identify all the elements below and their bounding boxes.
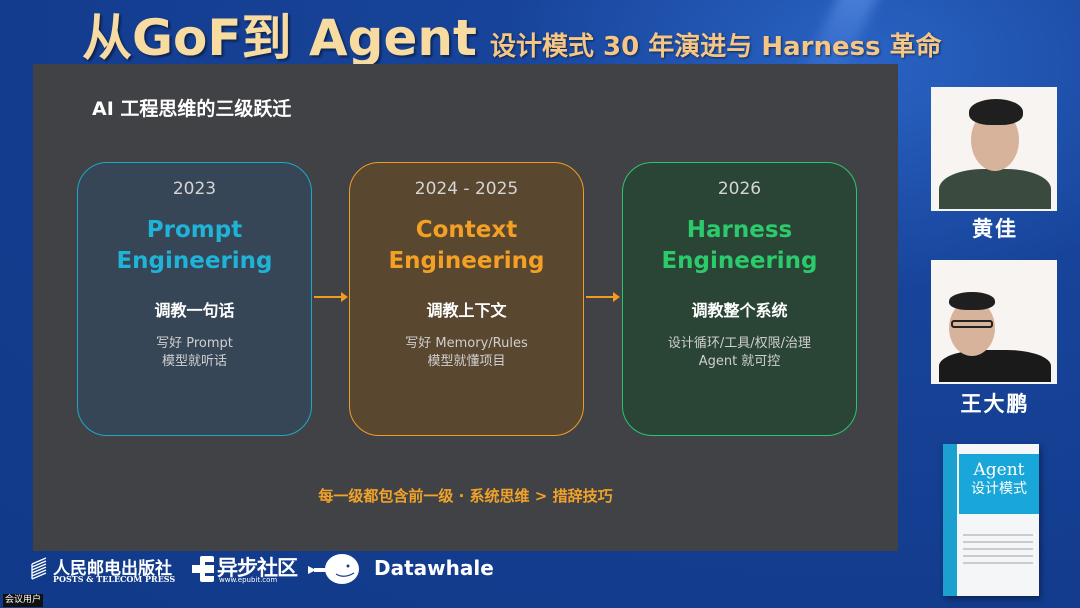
ptp-name-cn: 人民邮电出版社: [53, 559, 172, 579]
stage-description: 写好 Memory/Rules 模型就懂项目: [350, 335, 583, 371]
person-body: [939, 350, 1051, 382]
datawhale-name: Datawhale: [374, 556, 494, 580]
stage-name-line1: Prompt: [146, 217, 243, 243]
stage-name-line1: Harness: [686, 217, 793, 243]
book-title-block: Agent 设计模式: [959, 454, 1039, 514]
logo-posts-telecom-press: 人民邮电出版社 POSTS & TELECOM PRESS: [30, 554, 175, 588]
stage-name: Prompt Engineering: [78, 215, 311, 277]
logo-datawhale: Datawhale: [308, 552, 494, 590]
person-hair: [969, 99, 1023, 125]
book-spine: [943, 444, 957, 596]
stage-desc-line2: 模型就懂项目: [427, 354, 506, 369]
stage-desc-line2: Agent 就可控: [698, 354, 781, 369]
book-cover: Agent 设计模式: [943, 444, 1039, 596]
stage-description: 设计循环/工具/权限/治理 Agent 就可控: [623, 335, 856, 371]
stage-name-line2: Engineering: [661, 248, 818, 274]
epubit-name-cn: 异步社区: [217, 556, 298, 580]
stage-card-context: 2024 - 2025 Context Engineering 调教上下文 写好…: [349, 162, 584, 436]
person-body: [939, 169, 1051, 209]
logo-epubit: 异步社区 www.epubit.com: [192, 554, 298, 588]
stage-description: 写好 Prompt 模型就听话: [78, 335, 311, 371]
stage-name: Context Engineering: [350, 215, 583, 277]
ptp-name-en: POSTS & TELECOM PRESS: [53, 574, 176, 584]
epubit-url: www.epubit.com: [219, 576, 278, 584]
stage-year: 2023: [172, 179, 217, 199]
whale-icon: [308, 554, 359, 584]
speaker-video-1[interactable]: [931, 87, 1057, 211]
speaker-name-1: 黄佳: [972, 217, 1018, 241]
ptp-book-stack-icon: [31, 557, 47, 580]
book-title-en: Agent: [973, 460, 1025, 480]
stage-desc-line1: 写好 Memory/Rules: [405, 336, 528, 351]
stage-tagline: 调教上下文: [426, 301, 507, 320]
book-text-lines: [963, 534, 1033, 569]
sub-title: 设计模式 30 年演进与 Harness 革命: [490, 32, 942, 62]
stage-tagline: 调教一句话: [154, 301, 235, 320]
stage-desc-line1: 设计循环/工具/权限/治理: [667, 336, 812, 351]
glasses-icon: [951, 320, 993, 328]
epubit-e-icon: [192, 556, 214, 582]
speaker-video-2[interactable]: [931, 260, 1057, 384]
stage-desc-line1: 写好 Prompt: [156, 336, 233, 351]
stage-year: 2026: [717, 179, 762, 199]
main-title: 从GoF到 Agent: [82, 9, 477, 67]
summary-text: 每一级都包含前一级 · 系统思维 > 措辞技巧: [318, 487, 613, 505]
arrow-right-icon: [586, 292, 620, 302]
stage-name-line2: Engineering: [116, 248, 273, 274]
stage-year: 2024 - 2025: [414, 179, 519, 199]
stage-name: Harness Engineering: [623, 215, 856, 277]
sponsor-logos: 人民邮电出版社 POSTS & TELECOM PRESS 异步社区 www.e…: [0, 552, 900, 588]
slide-heading: AI 工程思维的三级跃迁: [92, 98, 292, 120]
arrow-right-icon: [314, 292, 348, 302]
slide-content: AI 工程思维的三级跃迁 2023 Prompt Engineering 调教一…: [33, 64, 898, 551]
person-hair: [949, 292, 995, 310]
stage-card-harness: 2026 Harness Engineering 调教整个系统 设计循环/工具/…: [622, 162, 857, 436]
stage-tagline: 调教整个系统: [691, 301, 788, 320]
stage-desc-line2: 模型就听话: [161, 354, 227, 369]
meeting-user-label: 会议用户: [3, 594, 44, 607]
stage-name-line1: Context: [415, 217, 518, 243]
stage-card-prompt: 2023 Prompt Engineering 调教一句话 写好 Prompt …: [77, 162, 312, 436]
book-title-cn: 设计模式: [971, 481, 1027, 497]
stage-name-line2: Engineering: [388, 248, 545, 274]
speaker-name-2: 王大鹏: [960, 392, 1030, 416]
